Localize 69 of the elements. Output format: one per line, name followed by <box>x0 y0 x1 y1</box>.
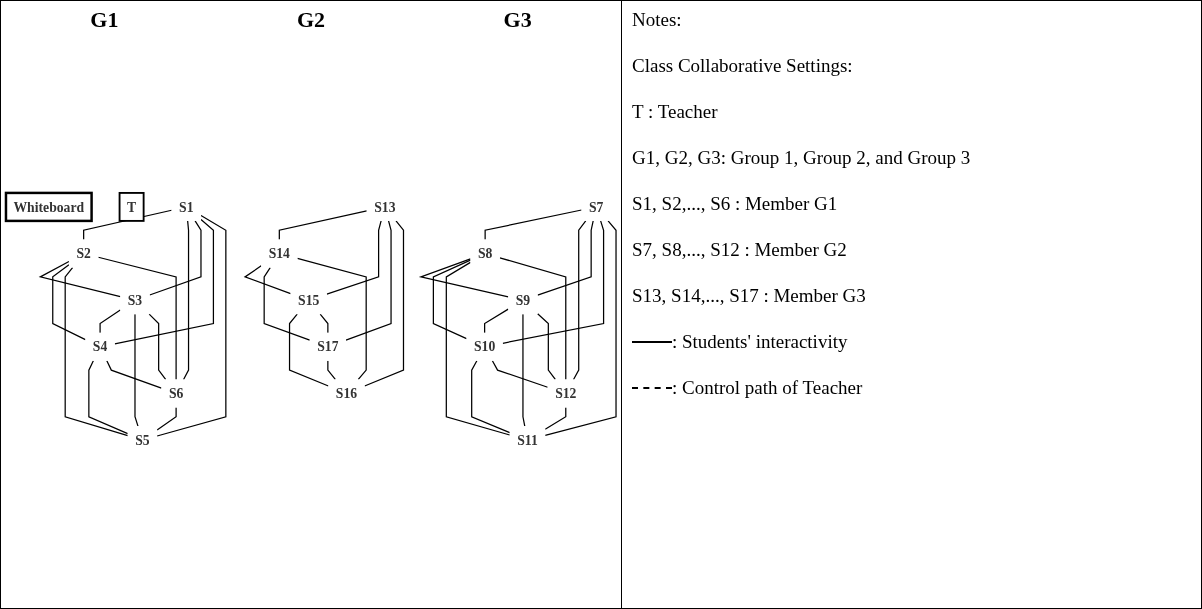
legend-text: : Control path of Teacher <box>672 377 863 399</box>
connector <box>319 313 329 334</box>
connector <box>296 257 367 381</box>
connector <box>38 260 121 298</box>
node-text: S12 <box>555 385 577 402</box>
connector <box>544 406 567 430</box>
node-text: S16 <box>335 385 358 402</box>
connector <box>572 220 587 381</box>
connector <box>445 261 511 436</box>
node-text: S2 <box>76 245 91 262</box>
connector <box>263 266 311 341</box>
connector <box>114 218 215 345</box>
connector <box>278 210 368 241</box>
connector <box>97 256 177 381</box>
note-text: S1, S2,..., S6 : Member G1 <box>632 193 839 215</box>
node-text: S8 <box>477 245 493 262</box>
connector <box>471 360 511 434</box>
connector <box>345 220 392 341</box>
node-text: S10 <box>473 339 496 355</box>
connector <box>99 309 121 334</box>
node-box: T <box>118 192 145 222</box>
node-text: S5 <box>135 432 150 448</box>
group-label: G1 <box>90 7 119 33</box>
connector <box>148 313 167 381</box>
node-text: S17 <box>317 339 339 355</box>
connector <box>491 360 549 388</box>
node-box: Whiteboard <box>4 191 93 223</box>
legend-text: : Students' interactivity <box>672 331 848 353</box>
connector <box>182 220 190 381</box>
node-text: S1 <box>179 199 194 215</box>
connector <box>484 308 509 334</box>
note-text: T : Teacher <box>632 101 719 123</box>
connector <box>484 209 583 241</box>
node-text: S7 <box>588 199 604 215</box>
connector <box>499 257 567 381</box>
connector <box>502 220 605 344</box>
connector <box>327 360 336 381</box>
connector <box>432 259 472 340</box>
note-text: Notes: <box>632 9 683 31</box>
connector <box>243 265 292 295</box>
connector <box>134 313 139 427</box>
node-text: S11 <box>517 432 538 448</box>
connector <box>537 220 594 296</box>
node-text: S4 <box>92 339 108 355</box>
connector <box>64 266 129 437</box>
note-text: S13, S14,..., S17 : Member G3 <box>632 285 867 307</box>
connector <box>88 360 129 435</box>
connector <box>326 220 382 295</box>
connector <box>418 258 509 298</box>
connector <box>522 313 526 427</box>
group-label: G3 <box>503 7 532 33</box>
connector <box>156 406 177 431</box>
connector <box>537 313 556 381</box>
connector <box>149 220 202 296</box>
group-label: G2 <box>296 7 326 33</box>
connector <box>364 220 405 387</box>
node-text: S15 <box>298 292 320 308</box>
node-text: S13 <box>374 199 396 215</box>
note-text: Class Collaborative Settings: <box>632 55 854 77</box>
connector <box>106 360 163 389</box>
connector <box>52 264 87 341</box>
connector <box>288 313 330 387</box>
note-text: S7, S8,..., S12 : Member G2 <box>632 239 848 261</box>
node-text: S9 <box>515 292 531 308</box>
node-text: S6 <box>168 385 184 402</box>
connector <box>156 214 227 437</box>
node-text: S14 <box>268 245 290 262</box>
node-text: S3 <box>127 292 143 308</box>
note-text: G1, G2, G3: Group 1, Group 2, and Group 3 <box>632 147 972 169</box>
